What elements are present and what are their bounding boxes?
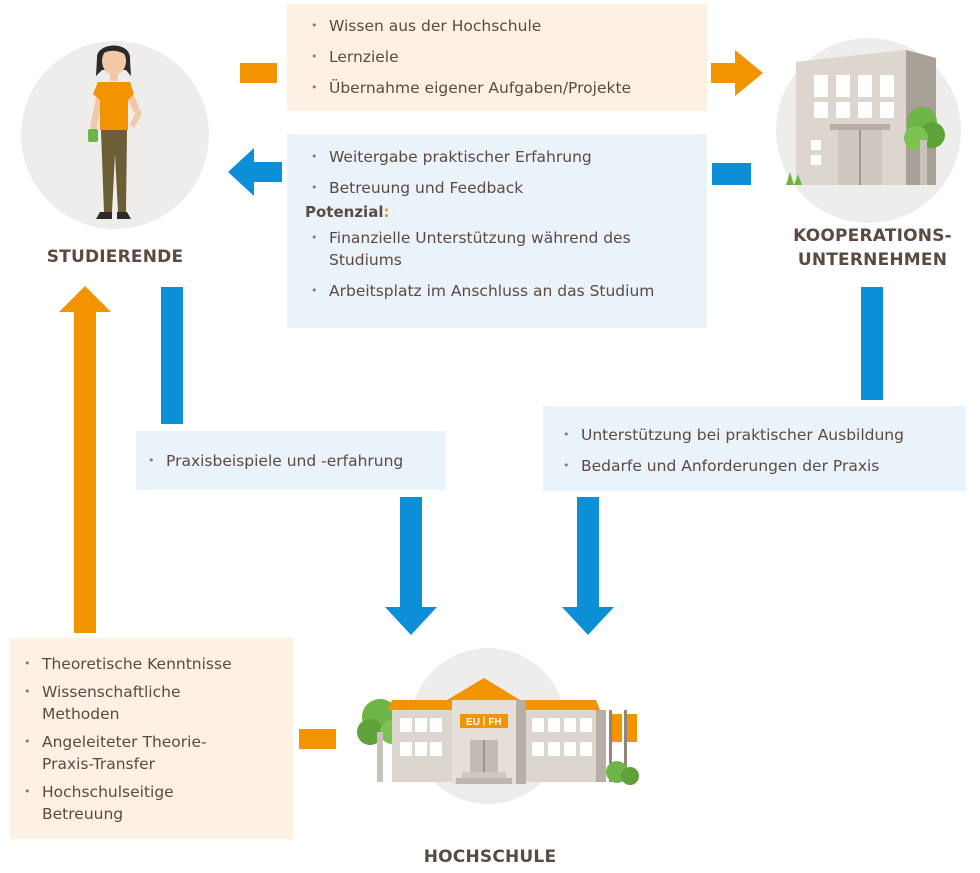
box-student-to-school: Praxisbeispiele und -erfahrung <box>136 431 446 490</box>
list-item: Arbeitsplatz im Anschluss an das Studium <box>305 280 685 302</box>
list-school-to-student: Theoretische Kenntnisse Wissenschaftlich… <box>18 653 258 825</box>
potential-colon: : <box>383 203 390 221</box>
list-item: Unterstützung bei praktischer Ausbildung <box>557 424 954 446</box>
box-student-to-company: Wissen aus der Hochschule Lernziele Über… <box>287 4 707 111</box>
node-label-kooperation-line2: UNTERNEHMEN <box>797 250 948 270</box>
node-label-studierende: STUDIERENDE <box>46 247 184 267</box>
list-student-to-company: Wissen aus der Hochschule Lernziele Über… <box>305 15 695 99</box>
connector-student-to-company-tail <box>240 63 277 83</box>
box-school-to-student: Theoretische Kenntnisse Wissenschaftlich… <box>10 638 293 839</box>
box-company-to-school: Unterstützung bei praktischer Ausbildung… <box>543 406 966 491</box>
list-item: Finanzielle Unterstützung während des St… <box>305 227 685 271</box>
list-item: Übernahme eigener Aufgaben/Projekte <box>305 77 695 99</box>
connector-school-to-box <box>299 729 336 749</box>
list-company-to-student: Weitergabe praktischer Erfahrung Betreuu… <box>305 146 695 199</box>
list-item: Angeleiteter Theorie-Praxis-Transfer <box>18 731 252 775</box>
list-item: Lernziele <box>305 46 695 68</box>
node-label-hochschule: HOCHSCHULE <box>423 847 557 867</box>
list-item: Wissen aus der Hochschule <box>305 15 695 37</box>
arrow-to-student-up-icon <box>59 286 111 633</box>
logo-fh: FH <box>488 717 501 728</box>
connector-company-to-student-tail <box>712 163 751 185</box>
student-figure <box>88 45 142 219</box>
connector-student-down <box>161 287 183 424</box>
list-item: Theoretische Kenntnisse <box>18 653 258 675</box>
list-item: Praxisbeispiele und -erfahrung <box>142 450 434 472</box>
company-building <box>786 50 945 185</box>
list-item: Wissenschaftliche Methoden <box>18 681 232 725</box>
node-label-kooperation-line1: KOOPERATIONS- <box>793 226 952 246</box>
arrow-to-student-icon <box>228 148 282 196</box>
list-item: Bedarfe und Anforderungen der Praxis <box>557 455 954 477</box>
arrow-to-school-left-icon <box>385 497 437 635</box>
logo-eu: EU <box>466 717 480 728</box>
list-item: Hochschulseitige Betreuung <box>18 781 232 825</box>
potential-heading: Potenzial: <box>305 203 695 221</box>
connector-company-down <box>861 287 883 400</box>
arrow-to-school-right-icon <box>562 497 614 635</box>
potential-label: Potenzial <box>305 203 384 221</box>
node-label-kooperation: KOOPERATIONS- UNTERNEHMEN <box>780 224 965 272</box>
list-company-to-school: Unterstützung bei praktischer Ausbildung… <box>557 424 954 477</box>
list-item: Betreuung und Feedback <box>305 177 695 199</box>
list-potential: Finanzielle Unterstützung während des St… <box>305 227 685 302</box>
list-student-to-school: Praxisbeispiele und -erfahrung <box>142 450 434 472</box>
arrow-to-company-icon <box>711 50 763 96</box>
university-building: EU FH <box>357 678 639 785</box>
list-item: Weitergabe praktischer Erfahrung <box>305 146 695 168</box>
box-company-to-student: Weitergabe praktischer Erfahrung Betreuu… <box>287 134 707 328</box>
